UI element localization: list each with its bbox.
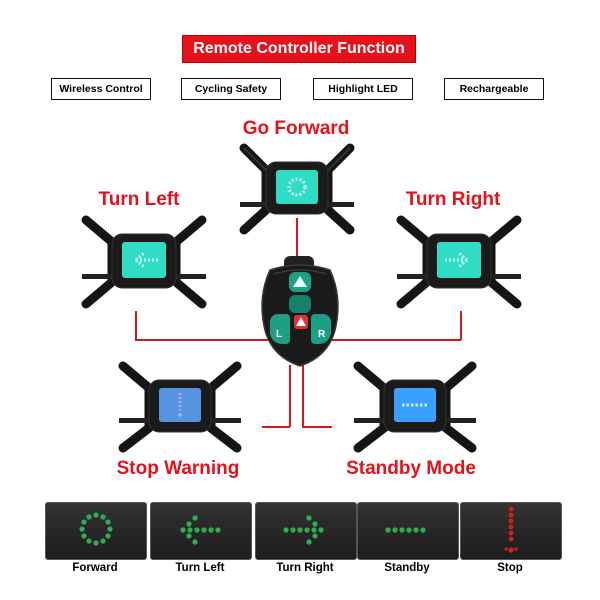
arrow-left-icon <box>180 515 221 545</box>
connector-line <box>135 339 272 341</box>
left-key-label: L <box>276 329 283 340</box>
forward-button[interactable] <box>289 272 311 292</box>
connector-line <box>302 426 332 428</box>
panel-forward <box>45 502 147 560</box>
arrow-up-icon <box>293 276 307 287</box>
left-button[interactable]: L <box>270 314 290 344</box>
vest-turn-left <box>78 212 210 315</box>
feature-tag-led: Highlight LED <box>313 78 413 100</box>
panel-turn-left <box>150 502 252 560</box>
panel-standby <box>357 502 459 560</box>
connector-line <box>302 365 304 427</box>
vest-stop-warning <box>115 360 245 459</box>
mode-label-stop-warning: Stop Warning <box>116 458 240 479</box>
connector-line <box>460 311 462 340</box>
page-title: Remote Controller Function <box>193 40 405 57</box>
connector-line <box>296 218 298 256</box>
mode-label-go-forward: Go Forward <box>242 118 350 139</box>
panel-turn-right <box>255 502 357 560</box>
feature-tag-cycling: Cycling Safety <box>181 78 281 100</box>
right-key-label: R <box>318 329 326 340</box>
connector-line <box>262 426 290 428</box>
warning-button[interactable] <box>294 315 308 329</box>
panel-stop <box>460 502 562 560</box>
vest-go-forward <box>236 142 358 241</box>
title-banner: Remote Controller Function <box>183 36 415 62</box>
connector-line <box>135 311 137 340</box>
stop-button[interactable] <box>289 295 311 313</box>
panel-label-turn-right: Turn Right <box>276 562 334 574</box>
exclamation-icon <box>504 506 518 553</box>
panel-label-standby: Standby <box>384 562 430 574</box>
circle-ring-icon <box>79 512 113 546</box>
mode-label-turn-right: Turn Right <box>405 189 501 210</box>
vest-standby <box>350 360 480 459</box>
right-button[interactable]: R <box>311 314 331 344</box>
warning-icon <box>296 317 306 326</box>
connector-line <box>328 339 461 341</box>
feature-tag-wireless: Wireless Control <box>51 78 151 100</box>
panel-label-forward: Forward <box>72 562 118 574</box>
connector-line <box>289 365 291 427</box>
mode-label-standby: Standby Mode <box>346 458 476 479</box>
mode-label-turn-left: Turn Left <box>98 189 180 210</box>
vest-turn-right <box>393 212 525 315</box>
panel-label-turn-left: Turn Left <box>175 562 225 574</box>
remote-controller: L R <box>256 256 344 373</box>
panel-label-stop: Stop <box>497 562 523 574</box>
arrow-right-icon <box>283 515 324 545</box>
dash-line-icon <box>385 527 426 533</box>
feature-tag-rechargeable: Rechargeable <box>444 78 544 100</box>
